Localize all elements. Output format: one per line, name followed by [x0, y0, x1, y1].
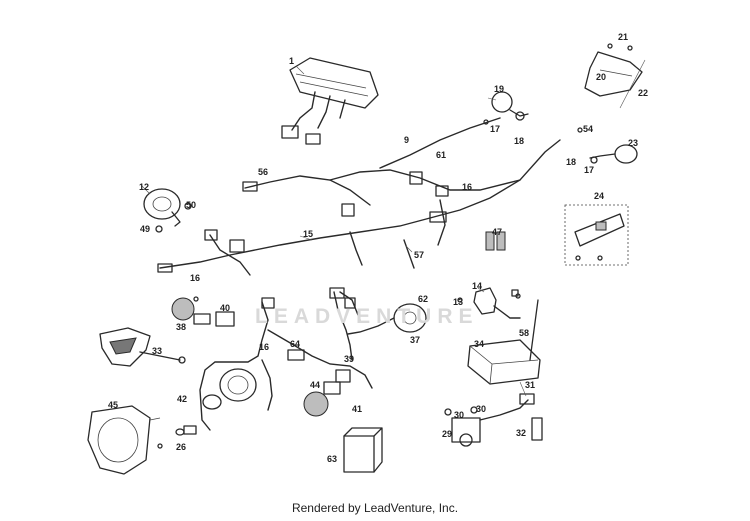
headlight-visor[interactable] [99, 327, 186, 367]
ground-wire[interactable] [403, 239, 415, 269]
flasher-front-left[interactable] [171, 297, 235, 327]
callout-57: 57 [414, 250, 424, 260]
callout-24: 24 [594, 191, 604, 201]
callout-21: 21 [618, 32, 628, 42]
sub-harness-front[interactable] [199, 297, 373, 431]
callout-49: 49 [140, 224, 150, 234]
callout-39: 39 [344, 354, 354, 364]
callout-33: 33 [152, 346, 162, 356]
leader-lines [141, 65, 527, 397]
callout-17b: 17 [584, 165, 594, 175]
ignition-coil[interactable] [444, 406, 481, 447]
callout-16b: 16 [259, 342, 269, 352]
callout-61: 61 [436, 150, 446, 160]
callout-23: 23 [628, 138, 638, 148]
main-wiring-harness[interactable] [157, 117, 561, 276]
callout-labels: 1 9 61 16 17 18 19 21 20 22 54 23 18 17 … [108, 32, 648, 464]
callout-32: 32 [516, 428, 526, 438]
callout-62: 62 [418, 294, 428, 304]
callout-50: 50 [186, 200, 196, 210]
callout-20: 20 [596, 72, 606, 82]
callout-38: 38 [176, 322, 186, 332]
callout-15: 15 [303, 229, 313, 239]
ignition-coil-lead[interactable] [479, 393, 543, 441]
callout-54: 54 [583, 124, 593, 134]
callout-17: 17 [490, 124, 500, 134]
tail-light-assembly[interactable] [584, 51, 646, 109]
callout-44: 44 [310, 380, 320, 390]
watermark: LEADVENTURE [255, 305, 479, 328]
callout-14: 14 [472, 281, 482, 291]
callout-34: 34 [474, 339, 484, 349]
horn[interactable] [143, 188, 192, 233]
callout-9: 9 [404, 135, 409, 145]
callout-41: 41 [352, 404, 362, 414]
flasher-front-right[interactable] [303, 369, 351, 417]
footer-credit: Rendered by LeadVenture, Inc. [291, 501, 459, 515]
callout-56: 56 [258, 167, 268, 177]
brake-switch[interactable] [473, 287, 521, 319]
callout-45: 45 [108, 400, 118, 410]
callout-18: 18 [514, 136, 524, 146]
callout-16: 16 [462, 182, 472, 192]
fasteners [157, 43, 633, 449]
flasher-relay[interactable] [343, 427, 383, 473]
callout-13: 13 [453, 297, 463, 307]
headlight-socket[interactable] [202, 368, 257, 410]
callout-18b: 18 [566, 157, 576, 167]
headlight-cover[interactable] [87, 405, 161, 475]
turn-signal-front-right[interactable] [589, 144, 638, 164]
turn-signal-front-left[interactable] [491, 91, 529, 121]
callout-19: 19 [494, 84, 504, 94]
callout-26: 26 [176, 442, 186, 452]
callout-64: 64 [290, 339, 300, 349]
callout-1: 1 [289, 56, 294, 66]
ignition-switch[interactable] [347, 303, 427, 335]
license-bracket[interactable] [564, 204, 629, 266]
callout-30: 30 [454, 410, 464, 420]
callout-37: 37 [410, 335, 420, 345]
position-bulb[interactable] [175, 425, 197, 436]
callout-22: 22 [638, 88, 648, 98]
callout-31: 31 [525, 380, 535, 390]
callout-63: 63 [327, 454, 337, 464]
callout-47: 47 [492, 227, 502, 237]
callout-40: 40 [220, 303, 230, 313]
callout-16c: 16 [190, 273, 200, 283]
cdi-unit[interactable] [467, 339, 541, 385]
callout-12: 12 [139, 182, 149, 192]
instrument-cluster[interactable] [281, 57, 379, 145]
callout-58: 58 [519, 328, 529, 338]
relay-pair[interactable] [485, 231, 506, 251]
handlebar-wiring[interactable] [329, 287, 361, 361]
rear-brake-switch[interactable] [529, 299, 539, 361]
callout-30b: 30 [476, 404, 486, 414]
callout-29: 29 [442, 429, 452, 439]
callout-42: 42 [177, 394, 187, 404]
